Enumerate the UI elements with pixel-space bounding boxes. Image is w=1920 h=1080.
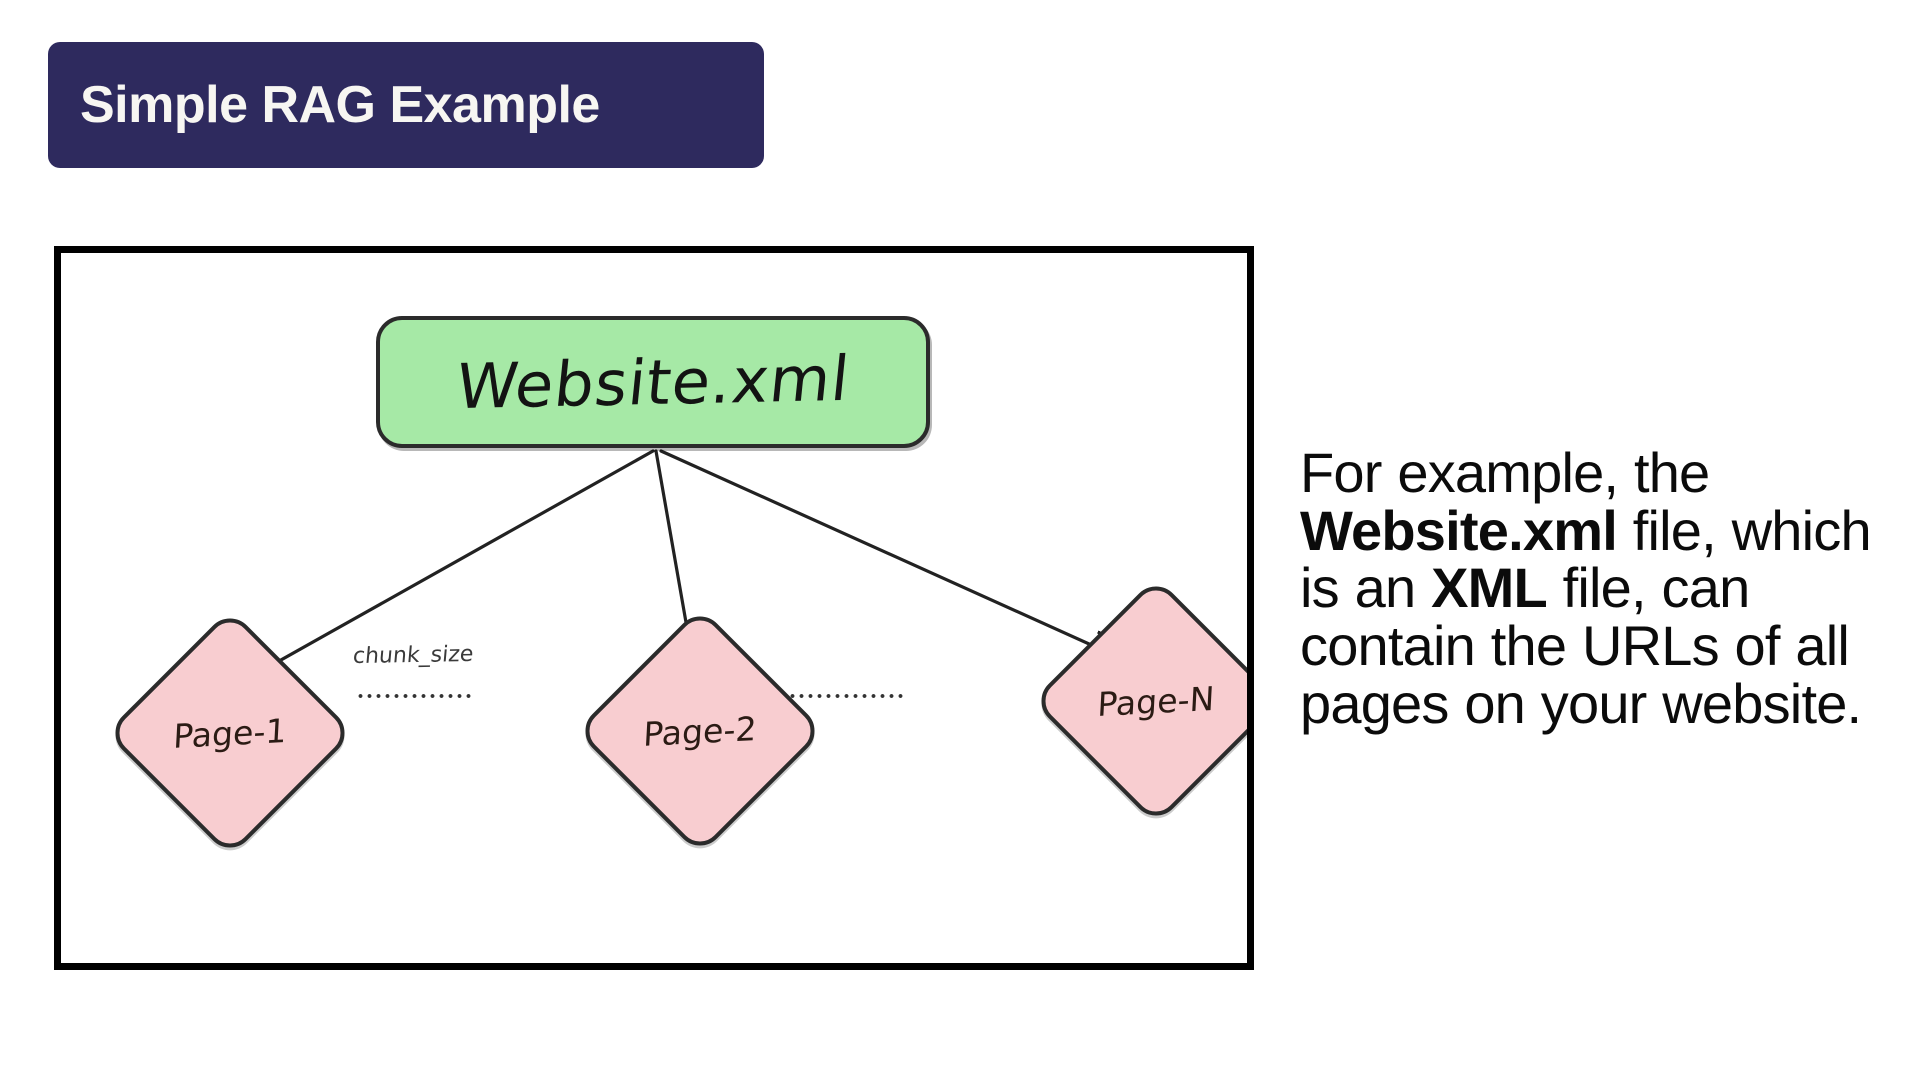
- ellipsis-separator-2: [788, 693, 906, 699]
- page-title: Simple RAG Example: [80, 76, 600, 134]
- body-text: file, which is an: [1300, 498, 1872, 620]
- diagram-frame: Website.xml Page-1 Page-2 Page-N chunk_s…: [54, 246, 1254, 970]
- node-page-n-label: Page-N: [1096, 678, 1216, 724]
- node-website-xml-label: Website.xml: [452, 341, 854, 423]
- node-page-1[interactable]: Page-1: [105, 608, 355, 858]
- node-page-1-label: Page-1: [172, 710, 288, 756]
- chunk-size-annotation: chunk_size: [351, 641, 475, 670]
- ellipsis-separator-1: [356, 693, 474, 699]
- diagram-canvas: Website.xml Page-1 Page-2 Page-N chunk_s…: [61, 253, 1247, 963]
- node-website-xml[interactable]: Website.xml: [376, 316, 930, 448]
- edge-website-to-pagen: [659, 449, 1118, 657]
- body-text: For example, the: [1300, 441, 1710, 504]
- node-page-n[interactable]: Page-N: [1031, 576, 1247, 826]
- body-text: file, can contain the URLs of all pages …: [1300, 556, 1862, 735]
- description-paragraph: For example, the Website.xml file, which…: [1300, 444, 1880, 732]
- node-page-2[interactable]: Page-2: [575, 606, 825, 856]
- node-page-2-label: Page-2: [642, 708, 758, 754]
- title-banner: Simple RAG Example: [48, 42, 764, 168]
- description-panel: For example, the Website.xml file, which…: [1300, 388, 1880, 788]
- emphasis-text: Website.xml: [1300, 498, 1618, 562]
- emphasis-text: XML: [1431, 556, 1548, 620]
